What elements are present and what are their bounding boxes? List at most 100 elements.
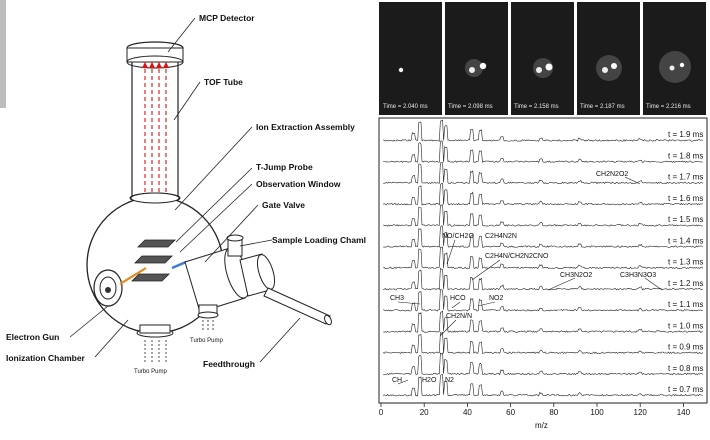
annotation-c2h4n2n: C2H4N2N: [485, 233, 517, 240]
compound-annotations: CH2N2O2 NO/CH2O C2H4N2N C2H4N/CH2N2CNO C…: [390, 171, 656, 384]
photo-2-time: Time = 2.098 ms: [448, 104, 493, 110]
spectrum-trace: [383, 119, 703, 142]
label-tjump-probe: T-Jump Probe: [256, 162, 313, 172]
annotation-c2h4n-ch2n: C2H4N/CH2N2CNO: [485, 253, 549, 260]
annotation-ch3: CH3: [390, 295, 404, 302]
photo-2: Time = 2.098 ms: [445, 2, 508, 115]
label-turbo-pump-bottom: Turbo Pump: [134, 369, 167, 375]
annotation-no-ch2o: NO/CH2O: [442, 233, 474, 240]
spectrum-trace: [382, 331, 704, 355]
x-tick-label: 20: [420, 408, 429, 417]
spectrum-trace: [383, 225, 703, 248]
photo-3: Time = 2.158 ms: [511, 2, 574, 115]
label-observation-window: Observation Window: [256, 179, 341, 189]
spectrum-trace: [383, 374, 703, 397]
photo-4: Time = 2.187 ms: [577, 2, 640, 115]
series-time-label: t = 1.7 ms: [668, 173, 703, 182]
left-edge-bar: [0, 0, 6, 108]
label-tof-tube: TOF Tube: [204, 77, 243, 87]
extraction-plates: [131, 239, 176, 282]
x-tick-label: 100: [590, 408, 604, 417]
label-ionization-chamber: Ionization Chamber: [6, 353, 86, 363]
annotation-no2: NO2: [489, 295, 504, 302]
tof-tube-walls: [131, 62, 179, 198]
series-time-label: t = 0.9 ms: [668, 343, 703, 352]
label-electron-gun: Electron Gun: [6, 332, 59, 342]
x-axis: 0 20 40 60 80 100 120 140: [379, 403, 691, 417]
chart-frame: [378, 117, 708, 404]
series-time-label: t = 1.0 ms: [668, 321, 703, 330]
feedthrough-rod: [263, 287, 332, 326]
sphere-top-port: [130, 192, 180, 204]
apparatus-diagram: MCP Detector TOF Tube Ion Extraction Ass…: [0, 0, 366, 375]
annotation-h2o: H2O: [422, 377, 437, 384]
series-time-label: t = 0.7 ms: [668, 385, 703, 394]
tof-top-ring: [126, 47, 184, 63]
spectrum-trace: [383, 352, 704, 376]
x-tick-label: 60: [506, 408, 515, 417]
x-axis-label: m/z: [535, 421, 548, 430]
spectrum-trace: [383, 289, 703, 312]
series-time-label: t = 1.1 ms: [668, 300, 703, 309]
annotation-n2: N2: [445, 377, 454, 384]
photo-5-time: Time = 2.216 ms: [646, 104, 691, 110]
label-sample-loading: Sample Loading Chaml: [272, 235, 366, 245]
series-time-label: t = 1.3 ms: [668, 258, 703, 267]
series-time-label: t = 1.4 ms: [668, 236, 703, 245]
annotation-ch: CH: [392, 377, 402, 384]
spectrum-trace: [383, 182, 703, 206]
photo-4-time: Time = 2.187 ms: [580, 104, 625, 110]
label-feedthrough: Feedthrough: [203, 359, 255, 369]
x-tick-label: 120: [634, 408, 648, 417]
photo-3-time: Time = 2.158 ms: [514, 104, 559, 110]
series-time-label: t = 1.8 ms: [668, 151, 703, 160]
series-time-label: t = 1.9 ms: [668, 130, 703, 139]
electron-gun-core: [105, 287, 111, 293]
spectrum-trace: [383, 310, 703, 333]
series-time-label: t = 0.8 ms: [668, 364, 703, 373]
tjump-probe-tip: [171, 260, 187, 270]
series-time-label: t = 1.5 ms: [668, 215, 703, 224]
spectra-traces: [382, 119, 704, 397]
ion-paths: [144, 62, 167, 235]
photo-1-time: Time = 2.040 ms: [383, 104, 428, 110]
turbo-pump-bottom: [136, 324, 174, 338]
annotation-leaders: [397, 176, 663, 385]
turbo-pump-right: [197, 304, 219, 319]
series-time-label: t = 1.6 ms: [668, 194, 703, 203]
electron-gun-port-inner: [99, 276, 117, 300]
time-labels: t = 1.9 ms t = 1.8 ms t = 1.7 ms t = 1.6 ms…: [668, 130, 703, 394]
ion-arrowheads: [142, 62, 169, 68]
spectrum-trace: [383, 246, 704, 270]
annotation-c3h3n3o3: C3H3N3O3: [620, 272, 656, 279]
spectrum-trace: [383, 140, 703, 164]
spectrum-trace: [383, 162, 704, 185]
x-tick-label: 140: [677, 408, 691, 417]
x-tick-label: 80: [549, 408, 558, 417]
x-tick-label: 40: [463, 408, 472, 417]
annotation-ch2n-n: CH2N/N: [446, 313, 472, 320]
label-mcp-detector: MCP Detector: [199, 13, 255, 23]
photo-1-spot: [398, 67, 404, 73]
label-turbo-pump-right: Turbo Pump: [190, 338, 223, 344]
electron-beam: [119, 267, 147, 285]
photo-5: Time = 2.216 ms: [643, 2, 706, 115]
turbo-pump-right-arrows: [202, 320, 214, 332]
label-gate-valve: Gate Valve: [262, 200, 305, 210]
photo-1: Time = 2.040 ms: [379, 2, 442, 115]
label-ion-extraction: Ion Extraction Assembly: [256, 122, 355, 132]
spectrum-trace: [383, 204, 703, 227]
series-time-label: t = 1.2 ms: [668, 279, 703, 288]
spectrum-trace: [383, 267, 703, 291]
photo-strip: Time = 2.040 ms Time = 2.098 ms Time = 2…: [379, 2, 706, 115]
annotation-ch2n2o2: CH2N2O2: [596, 171, 628, 178]
annotation-ch3n2o2: CH3N2O2: [560, 272, 592, 279]
turbo-pump-bottom-arrows: [144, 340, 167, 362]
annotation-hco: HCO: [450, 295, 466, 302]
x-tick-label: 0: [379, 408, 384, 417]
sample-loading-chamber: [184, 234, 276, 313]
leader-lines: [69, 17, 301, 363]
mass-spectra-chart: t = 1.9 ms t = 1.8 ms t = 1.7 ms t = 1.6 ms…: [378, 117, 708, 430]
